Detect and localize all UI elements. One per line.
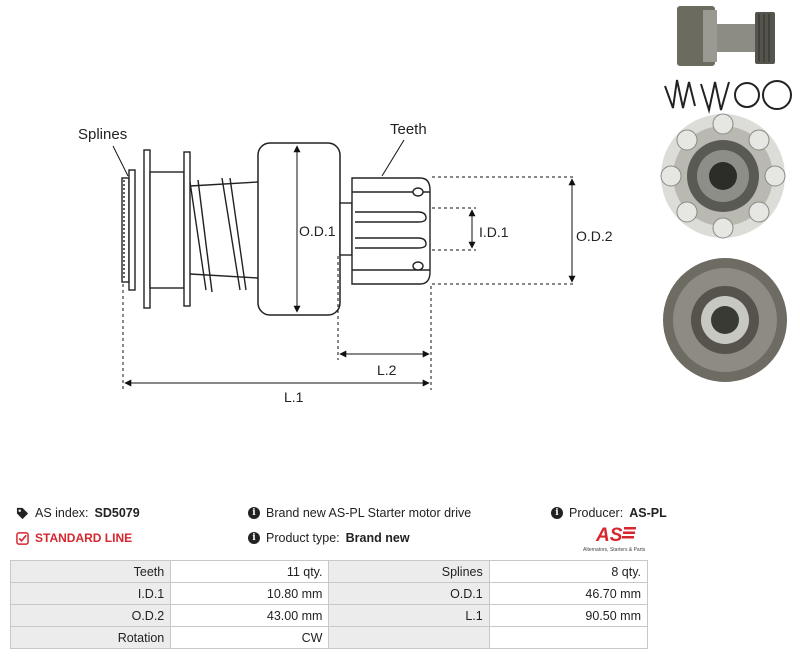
spec-value: 8 qty. — [488, 560, 649, 583]
photo-spring-rings — [664, 79, 792, 114]
spec-label: I.D.1 — [9, 582, 172, 605]
callout-splines: Splines — [78, 126, 127, 143]
table-row: Teeth 11 qty. Splines 8 qty. — [9, 560, 649, 583]
spec-label: Teeth — [9, 560, 172, 583]
spline-end-flange — [121, 149, 191, 309]
callout-teeth: Teeth — [390, 121, 427, 138]
as-pl-logo: AS Alternators, Starters & Parts — [582, 522, 648, 554]
svg-text:AS: AS — [595, 525, 623, 546]
as-index-label: AS index: — [35, 506, 89, 520]
spec-value: 43.00 mm — [170, 604, 330, 627]
dim-l2-label: L.2 — [377, 362, 397, 378]
dim-od2-label: O.D.2 — [576, 228, 613, 244]
standard-line-label: STANDARD LINE — [35, 531, 133, 545]
spec-value: 90.50 mm — [488, 604, 649, 627]
table-row: O.D.2 43.00 mm L.1 90.50 mm — [9, 604, 649, 627]
producer: i Producer: AS-PL — [551, 506, 667, 520]
spec-label: O.D.1 — [328, 582, 490, 605]
info-icon: i — [248, 532, 260, 544]
table-row: Rotation CW — [9, 626, 649, 649]
info-icon: i — [551, 507, 563, 519]
spec-label: Splines — [328, 560, 490, 583]
spec-value: 46.70 mm — [488, 582, 649, 605]
as-index: AS index: SD5079 — [16, 506, 140, 520]
pinion-gear — [351, 177, 431, 285]
dim-l1-label: L.1 — [284, 389, 304, 405]
description-text: Brand new AS-PL Starter motor drive — [266, 506, 472, 520]
tags-icon — [16, 507, 29, 519]
producer-value: AS-PL — [629, 506, 667, 520]
photo-side-view — [677, 6, 775, 66]
spec-value: 10.80 mm — [170, 582, 330, 605]
description: i Brand new AS-PL Starter motor drive — [248, 506, 471, 520]
check-square-icon — [16, 531, 29, 545]
product-type-value: Brand new — [345, 531, 410, 545]
spec-label: O.D.2 — [9, 604, 172, 627]
photo-rear-view — [663, 258, 787, 382]
dim-id1-label: I.D.1 — [479, 224, 509, 240]
technical-drawing: Splines Teeth O.D.1 I.D.1 O.D.2 L.2 L.1 — [78, 121, 613, 405]
spec-label: L.1 — [328, 604, 490, 627]
info-icon: i — [248, 507, 260, 519]
as-logo-graphic: AS Alternators, Starters & Parts — [583, 525, 646, 553]
producer-label: Producer: — [569, 506, 624, 520]
dimension-lines — [112, 139, 576, 390]
spec-value: CW — [170, 626, 330, 649]
table-row: I.D.1 10.80 mm O.D.1 46.70 mm — [9, 582, 649, 605]
svg-text:Alternators, Starters & Parts: Alternators, Starters & Parts — [583, 547, 646, 553]
drive-neck — [339, 202, 353, 256]
product-type: i Product type: Brand new — [248, 531, 410, 545]
product-photos — [660, 6, 792, 382]
spec-label: Rotation — [9, 626, 172, 649]
spec-value: 11 qty. — [170, 560, 330, 583]
specs-table: Teeth 11 qty. Splines 8 qty. I.D.1 10.80… — [9, 560, 649, 649]
product-type-label: Product type: — [266, 531, 340, 545]
standard-line: STANDARD LINE — [16, 531, 132, 545]
spec-value — [488, 626, 649, 649]
spec-label — [328, 626, 490, 649]
spring — [189, 177, 259, 293]
photo-gear-front — [660, 113, 786, 239]
as-index-value: SD5079 — [94, 506, 140, 520]
dim-od1-label: O.D.1 — [299, 223, 336, 239]
